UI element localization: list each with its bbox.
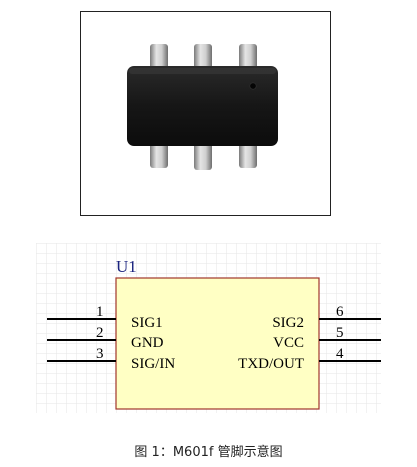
bottom-leads xyxy=(150,140,257,170)
schematic-symbol: U1 1 SIG1 2 GND 3 SIG/IN 6 SIG2 5 VCC 4 … xyxy=(36,243,381,413)
pin-5: 5 VCC xyxy=(273,325,381,351)
pin-3-name: SIG/IN xyxy=(131,356,175,372)
pin-4: 4 TXD/OUT xyxy=(238,346,381,372)
pin-6: 6 SIG2 xyxy=(272,304,381,331)
chip-body xyxy=(127,66,278,146)
pin-6-name: SIG2 xyxy=(272,315,304,331)
component-body xyxy=(115,277,320,410)
pin-4-name: TXD/OUT xyxy=(238,356,304,372)
chip-body-highlight xyxy=(129,68,276,74)
lead-bottom-2 xyxy=(194,140,212,170)
pin-2-name: GND xyxy=(131,335,164,351)
top-leads xyxy=(150,44,257,70)
figure-caption: 图 1：M601f 管脚示意图 xyxy=(134,445,283,460)
chip-photo-frame xyxy=(80,11,331,216)
pin-5-number: 5 xyxy=(336,325,344,341)
lead-bottom-3 xyxy=(239,140,257,168)
pin-4-number: 4 xyxy=(336,346,344,362)
pin-1-number: 1 xyxy=(96,304,104,320)
chip-photo xyxy=(127,44,278,170)
pin-1-name: SIG1 xyxy=(131,315,163,331)
lead-bottom-1 xyxy=(150,140,168,168)
pin-2-number: 2 xyxy=(96,325,104,341)
lead-top-1 xyxy=(150,44,168,70)
designator-label: U1 xyxy=(116,257,137,276)
pin1-dot xyxy=(249,82,257,90)
lead-top-2 xyxy=(194,44,212,70)
pin-3-number: 3 xyxy=(96,346,104,362)
pin-1: 1 SIG1 xyxy=(47,304,163,331)
pin-5-name: VCC xyxy=(273,335,304,351)
lead-top-3 xyxy=(239,44,257,70)
pin-6-number: 6 xyxy=(336,304,344,320)
pin-2: 2 GND xyxy=(47,325,164,351)
pin-3: 3 SIG/IN xyxy=(47,346,175,372)
